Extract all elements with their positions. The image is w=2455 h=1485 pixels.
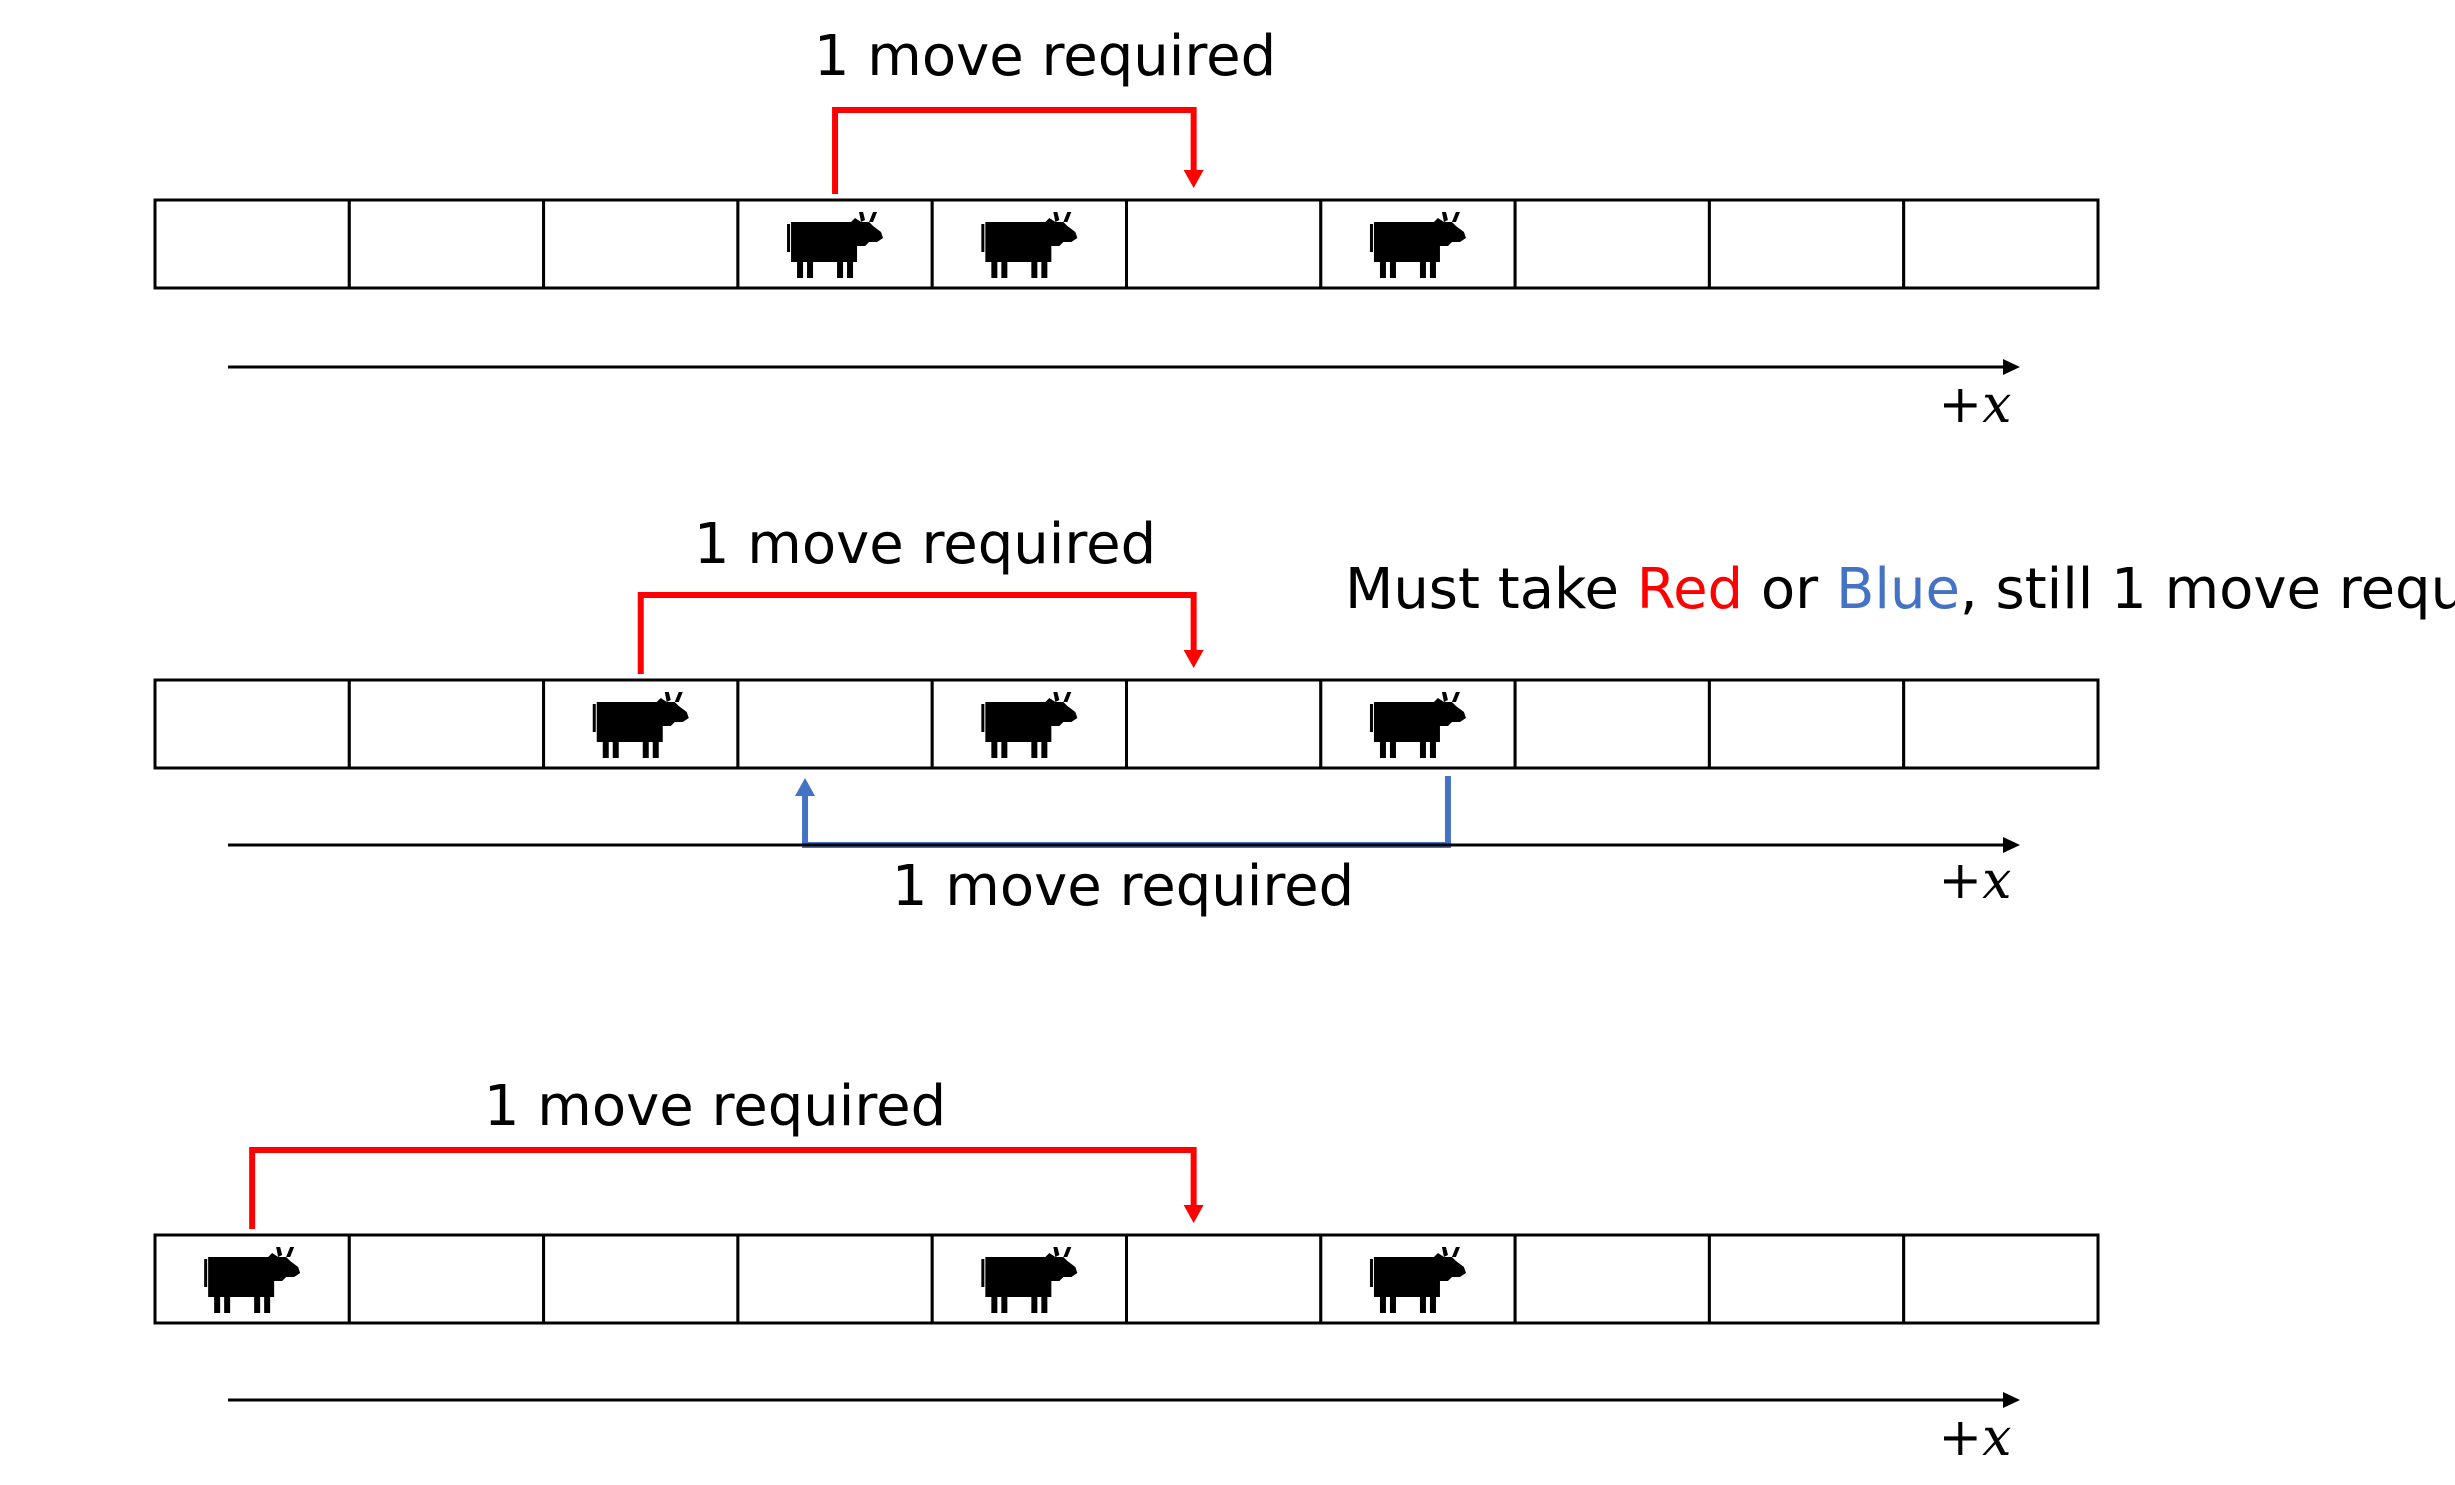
cell: [153, 198, 351, 290]
row-2-note: Must take Red or Blue, still 1 move requ…: [1345, 557, 2455, 622]
cell: [736, 1233, 934, 1325]
cell: [1125, 1233, 1323, 1325]
cell: [1513, 678, 1711, 770]
row-2-axis: +x: [228, 837, 2020, 911]
note-part-blue: Blue: [1836, 557, 1960, 622]
cell: [1707, 198, 1906, 290]
red-move-arrow: [832, 107, 1204, 194]
row-1-arrows: [832, 107, 1204, 194]
cell: [347, 678, 546, 770]
row-1-cell-strip: [153, 198, 2100, 290]
cell: [153, 678, 351, 770]
cell: [1902, 678, 2100, 770]
cell: [542, 198, 740, 290]
cell: [542, 1233, 740, 1325]
row-3-axis-label: +x: [1939, 1408, 2012, 1468]
blue-move-arrow: [795, 776, 1451, 848]
row-3-axis: +x: [228, 1392, 2020, 1468]
cell: [1707, 1233, 1906, 1325]
row-1-axis: +x: [228, 359, 2020, 435]
row-2-axis-label: +x: [1939, 851, 2012, 911]
row-1-axis-label: +x: [1939, 375, 2012, 435]
row-2-cell-strip: [153, 678, 2100, 770]
row-1-red-arrow-label: 1 move required: [814, 24, 1276, 89]
note-part-red: Red: [1637, 557, 1743, 622]
row-2-blue-arrow-label: 1 move required: [892, 854, 1354, 919]
row-3-cell-strip: [153, 1233, 2100, 1325]
cell: [1125, 198, 1323, 290]
note-part-3: or: [1743, 557, 1836, 622]
row-1: 1 move required +x: [153, 24, 2100, 435]
cell: [1513, 198, 1711, 290]
row-3-red-arrow-label: 1 move required: [484, 1074, 946, 1139]
cell: [1125, 678, 1323, 770]
row-2: 1 move required Must take Red or Blue, s…: [153, 512, 2455, 919]
cell: [347, 198, 546, 290]
note-part-1: Must take: [1345, 557, 1637, 622]
row-3-arrows: [249, 1147, 1204, 1229]
note-part-5: , still 1 move required: [1960, 557, 2455, 622]
red-move-arrow: [249, 1147, 1204, 1229]
cell: [1513, 1233, 1711, 1325]
cell: [347, 1233, 546, 1325]
cell: [1707, 678, 1906, 770]
cell: [736, 678, 934, 770]
red-move-arrow: [637, 592, 1204, 674]
cell: [1902, 1233, 2100, 1325]
cell: [1902, 198, 2100, 290]
row-3: 1 move required +x: [153, 1074, 2100, 1468]
row-2-red-arrow-label: 1 move required: [694, 512, 1156, 577]
